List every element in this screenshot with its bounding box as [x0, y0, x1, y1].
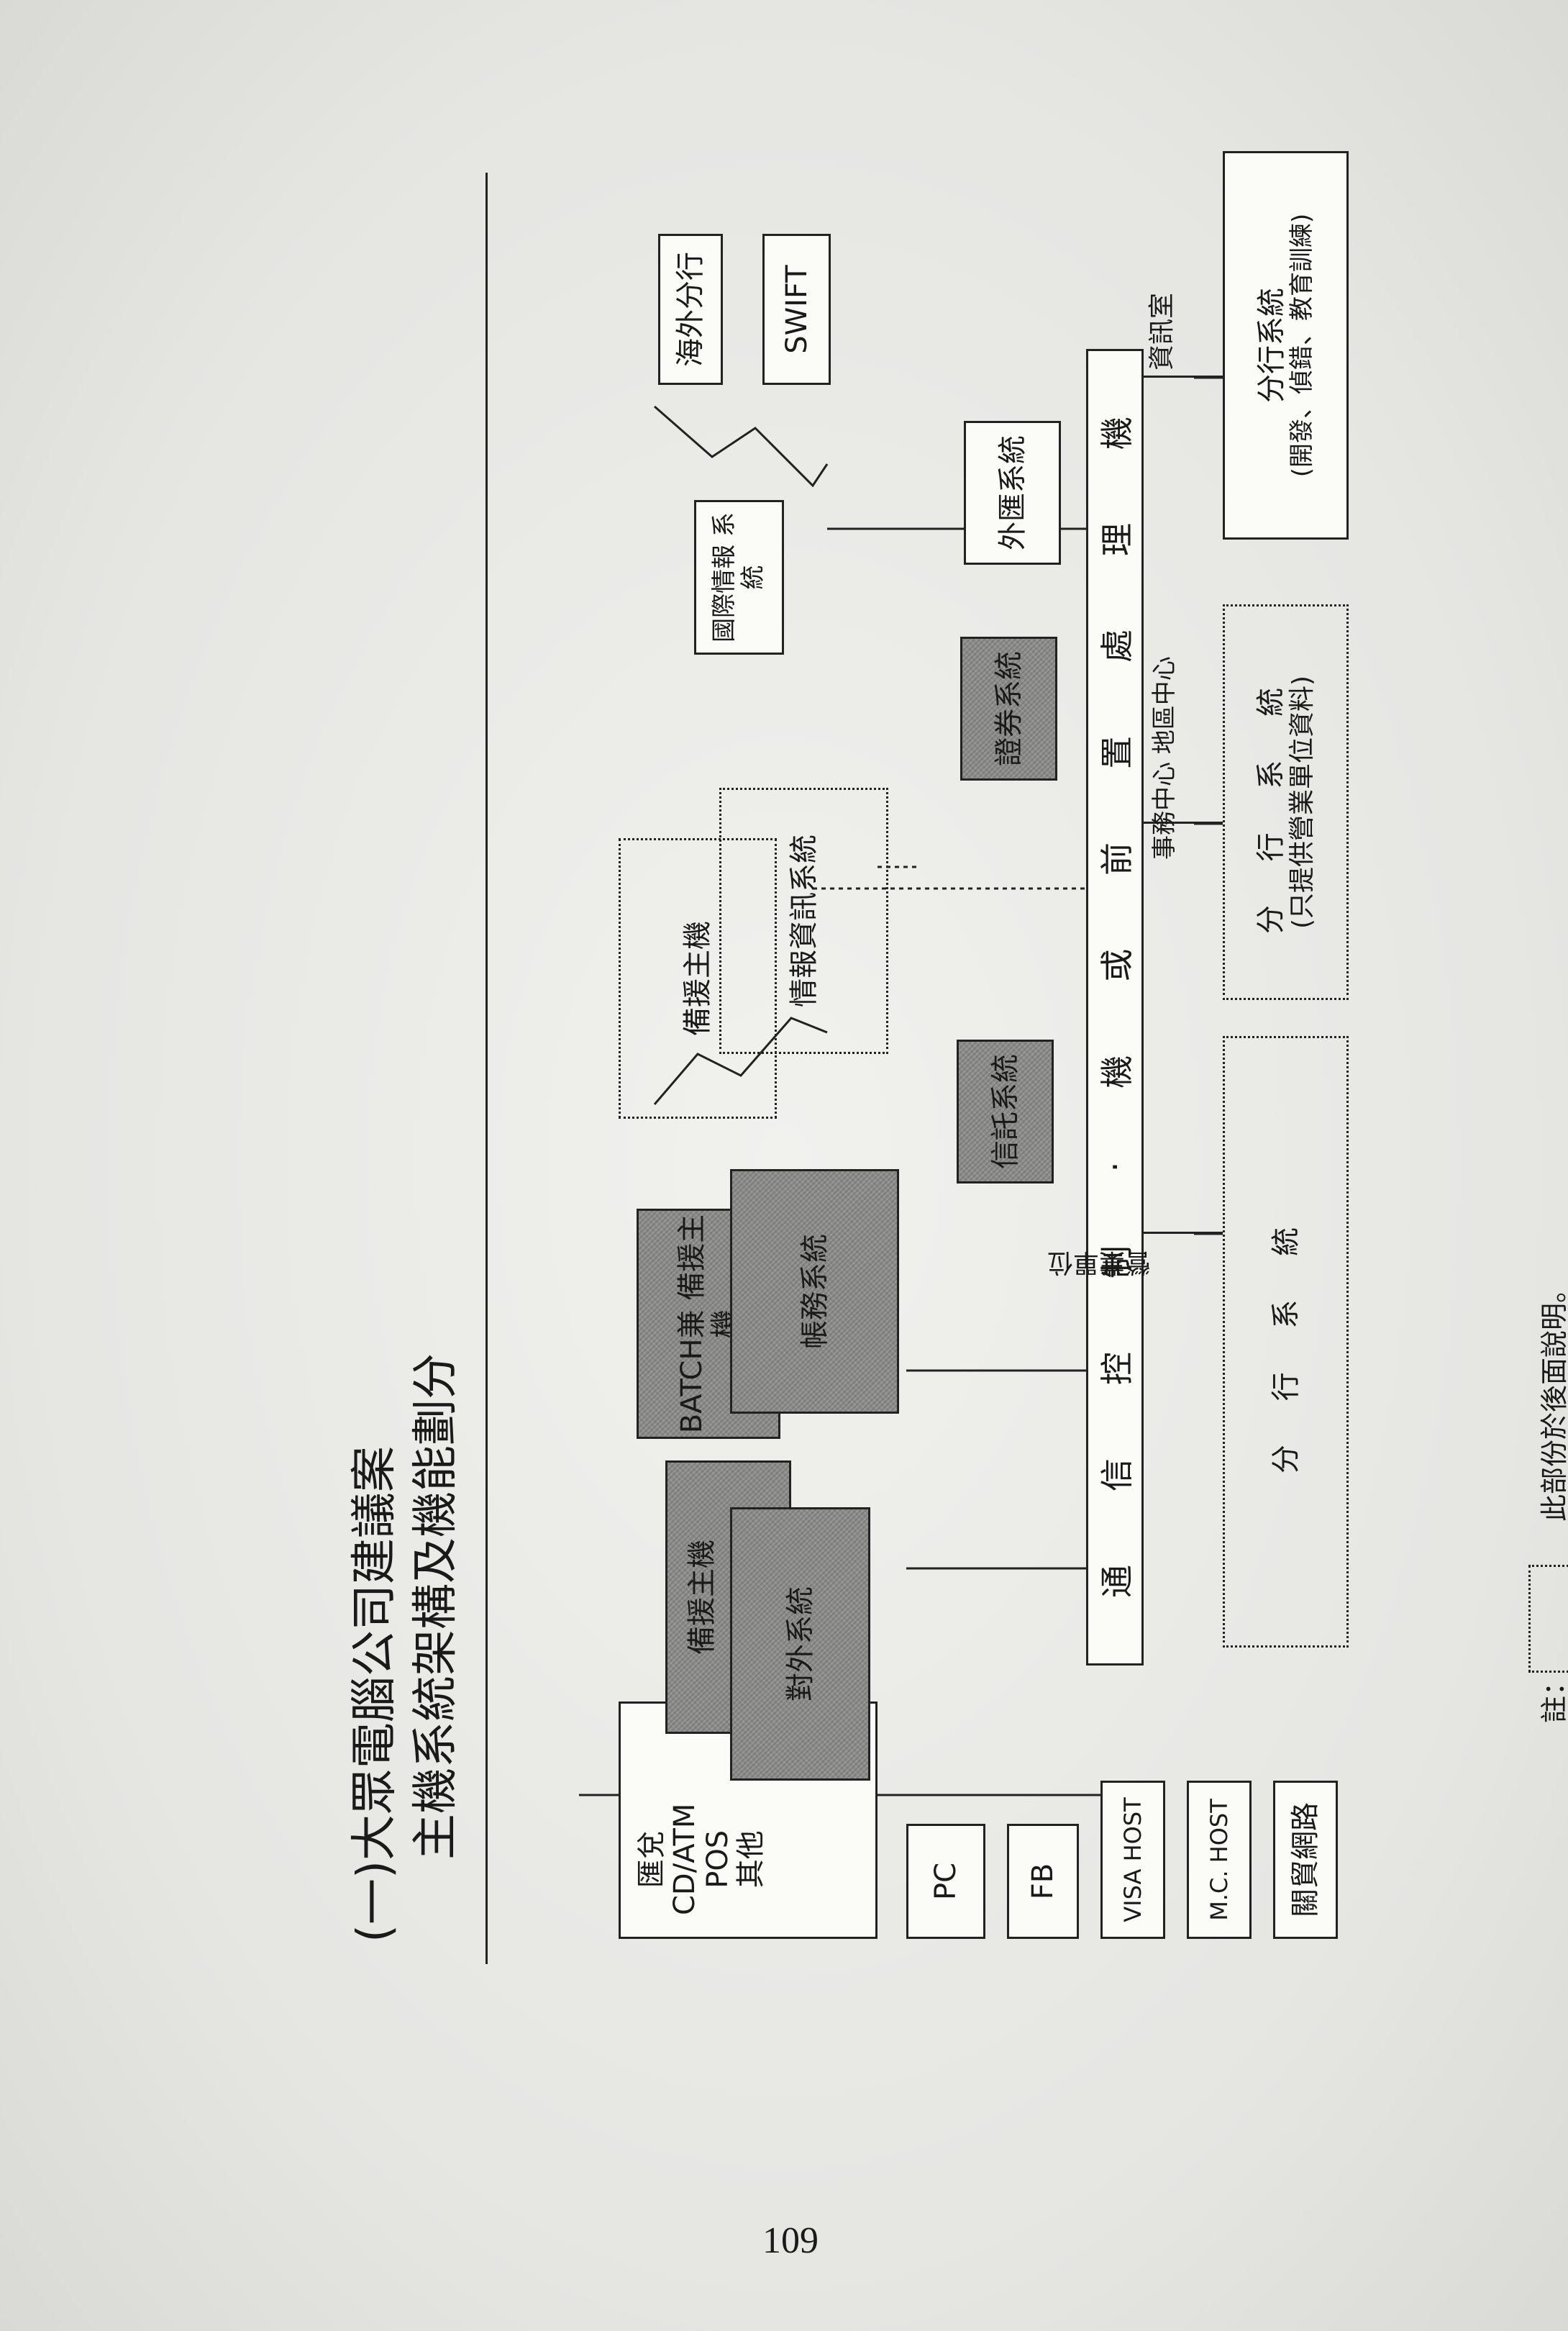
branch-system-3-note: (開發、偵錯、教育訓練)	[1287, 213, 1316, 478]
bus-char: 信	[1098, 1458, 1136, 1492]
ext-system-box: 對外系統	[730, 1507, 870, 1781]
branch-system-3-title: 分行系統	[1254, 288, 1288, 403]
intl-info-system-box: 國際情報 系統	[694, 500, 784, 655]
branch-label-it-room: 資訊室	[1147, 292, 1177, 371]
branch-system-2-title: 分 行 系 統	[1254, 670, 1287, 935]
page-number: 109	[762, 2220, 819, 2261]
external-fb-box: FB	[1007, 1824, 1079, 1939]
note-prefix: 註：	[1539, 1668, 1568, 1723]
bus-char: 理	[1098, 523, 1136, 557]
bus-link-1	[1144, 1232, 1223, 1234]
note-text: 此部份於後面說明。	[1539, 1275, 1568, 1522]
branch-system-3-box: 分行系統 (開發、偵錯、教育訓練)	[1223, 151, 1349, 540]
bus-char: ·	[1095, 1161, 1134, 1173]
bus-char: 或	[1098, 948, 1136, 982]
fx-system-box: 外匯系統	[964, 421, 1061, 565]
external-pc-box: PC	[906, 1824, 985, 1939]
info-system-box: 情報資訊系統	[719, 788, 888, 1054]
bus-char: 前	[1098, 842, 1136, 876]
depository-system-box: 信託系統	[957, 1040, 1054, 1183]
bus-char: 機	[1098, 417, 1136, 450]
note-legend-box	[1528, 1565, 1568, 1673]
bus-char: 控	[1098, 1352, 1136, 1386]
branch-system-1-box: 分 行 系 統	[1223, 1036, 1349, 1648]
securities-system-box: 證券系統	[960, 637, 1057, 781]
branch-label-service-center: 事務中心 地區中心	[1150, 656, 1179, 860]
branch-label-business-unit: 營業單位	[1047, 1248, 1151, 1277]
bus-link-3	[1144, 376, 1223, 378]
bus-char: 置	[1098, 735, 1136, 769]
overseas-branch-box: 海外分行	[658, 234, 723, 385]
external-mc-box: M.C. HOST	[1187, 1781, 1252, 1939]
comm-control-bus: 通 信 控 制 · 機 或 前 置 處 理 機	[1086, 349, 1144, 1666]
account-system-box: 帳務系統	[730, 1169, 899, 1414]
bus-char: 機	[1098, 1055, 1136, 1089]
swift-box: SWIFT	[762, 234, 831, 385]
bus-char: 通	[1098, 1565, 1136, 1599]
external-visa-box: VISA HOST	[1100, 1781, 1165, 1939]
atm-lines: 匯兌 CD/ATM POS 其他	[635, 1803, 767, 1915]
branch-system-2-box: 分 行 系 統 (只提供營業單位資料)	[1223, 604, 1349, 1000]
bus-char: 處	[1098, 629, 1136, 663]
branch-system-2-note: (只提供營業單位資料)	[1287, 675, 1317, 930]
external-trade-box: 關貿網路	[1273, 1781, 1338, 1939]
rotated-diagram: (一)大眾電腦公司建議案 主機系統架構及機能劃分	[194, 68, 1568, 2011]
